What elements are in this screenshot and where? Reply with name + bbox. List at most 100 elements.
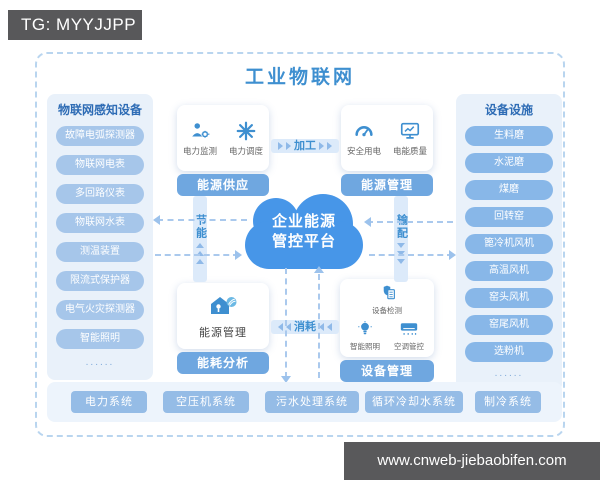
left-panel-ellipsis: ...... — [85, 357, 115, 368]
chevron-right-icon — [278, 142, 283, 150]
right-panel-item: 高温风机 — [465, 261, 553, 281]
flow-label: 加工 — [294, 139, 316, 152]
flow-processing: 加工 — [271, 139, 339, 153]
flow-label: 消耗 — [294, 320, 316, 333]
diagram-title: 工业物联网 — [244, 67, 355, 88]
right-panel-item: 煤磨 — [465, 180, 553, 200]
device-management-bar: 设备管理 — [340, 360, 434, 382]
left-panel-item: 限流式保护器 — [56, 271, 144, 291]
chevron-down-icon — [397, 243, 405, 248]
diagram-container: 工业物联网 物联网感知设备 故障电弧探测器 物联网电表 多回路仪表 物联网水表 … — [35, 52, 565, 437]
chevron-down-icon — [397, 251, 405, 256]
chevron-up-icon — [196, 251, 204, 256]
system-pill: 空压机系统 — [163, 391, 249, 413]
system-pill: 制冷系统 — [475, 391, 541, 413]
left-panel-item: 电气火灾探测器 — [56, 300, 144, 320]
chevron-up-icon — [196, 259, 204, 264]
card-cell: 安全用电 — [347, 120, 381, 157]
right-panel-item: 窑尾风机 — [465, 315, 553, 335]
card-cell-label: 智能照明 — [350, 342, 380, 351]
system-pill: 循环冷却水系统 — [365, 391, 463, 413]
left-panel: 物联网感知设备 故障电弧探测器 物联网电表 多回路仪表 物联网水表 测温装置 限… — [47, 94, 153, 380]
left-panel-item: 物联网水表 — [56, 213, 144, 233]
flow-label: 节能 — [194, 214, 207, 240]
right-panel-item: 回转窑 — [465, 207, 553, 227]
card-cell-label: 电力监测 — [182, 145, 217, 156]
tg-badge: TG: MYYJJPP — [8, 10, 142, 40]
left-panel-item: 物联网电表 — [56, 155, 144, 175]
chevron-right-icon — [327, 142, 332, 150]
arrow-right-icon — [449, 250, 456, 260]
chevron-left-icon — [278, 323, 283, 331]
card-cell-label: 能源管理 — [199, 326, 247, 339]
device-management-card: 设备检测 智能照明 空调管控 — [340, 279, 434, 382]
watermark: www.cnweb-jiebaobifen.com — [344, 442, 600, 480]
right-panel-item: 篦冷机风机 — [465, 234, 553, 254]
card-cell: 电力调度 — [229, 120, 263, 157]
arrow-right-icon — [235, 250, 242, 260]
power-quality-icon — [399, 120, 421, 142]
chevron-up-icon — [196, 243, 204, 248]
system-pill: 电力系统 — [71, 391, 147, 413]
card-cell-label: 设备检测 — [372, 306, 402, 315]
chevron-right-icon — [286, 142, 291, 150]
left-panel-item: 测温装置 — [56, 242, 144, 262]
left-panel-title: 物联网感知设备 — [57, 103, 142, 117]
card-cell: 电能质量 — [393, 120, 427, 157]
house-energy-icon — [208, 293, 238, 319]
chevron-left-icon — [319, 323, 324, 331]
flow-consumption: 消耗 — [271, 320, 339, 334]
card-cell-label: 电力调度 — [228, 145, 263, 156]
connector-right-upper — [367, 221, 453, 223]
flow-saving: 节能 — [193, 196, 207, 282]
connector-left-lower — [155, 254, 239, 256]
left-panel-item: 多回路仪表 — [56, 184, 144, 204]
power-monitor-icon — [189, 120, 211, 142]
chevron-right-icon — [319, 142, 324, 150]
card-cell-label: 安全用电 — [346, 145, 381, 156]
right-panel-title: 设备设施 — [484, 103, 533, 117]
arrow-up-icon — [314, 266, 324, 273]
energy-supply-bar: 能源供应 — [177, 174, 269, 196]
left-panel-item: 故障电弧探测器 — [56, 126, 144, 146]
right-panel-item: 水泥磨 — [465, 153, 553, 173]
flow-distribution: 输配 — [394, 196, 408, 282]
energy-supply-card: 电力监测 电力调度 能源供应 — [177, 105, 269, 196]
right-panel-item: 生料磨 — [465, 126, 553, 146]
smart-light-icon — [356, 320, 374, 338]
connector-center-up — [318, 274, 320, 378]
safe-power-icon — [353, 120, 375, 142]
arrow-left-icon — [153, 215, 160, 225]
platform-cloud-label: 企业能源 管控平台 — [271, 213, 336, 251]
connector-right-lower — [369, 254, 453, 256]
chevron-left-icon — [286, 323, 291, 331]
card-cell-label: 电能质量 — [392, 145, 427, 156]
card-cell-label: 空调管控 — [394, 342, 424, 351]
card-cell: 电力监测 — [183, 120, 217, 157]
power-dispatch-icon — [235, 120, 257, 142]
right-panel: 设备设施 生料磨 水泥磨 煤磨 回转窑 篦冷机风机 高温风机 窑头风机 窑尾风机… — [456, 94, 562, 392]
right-panel-item: 选粉机 — [465, 342, 553, 362]
card-cell: 智能照明 — [350, 320, 380, 352]
bottom-systems-strip: 电力系统 空压机系统 污水处理系统 循环冷却水系统 制冷系统 — [47, 382, 562, 422]
right-panel-ellipsis: ...... — [494, 368, 524, 379]
chevron-left-icon — [327, 323, 332, 331]
system-pill: 污水处理系统 — [265, 391, 359, 413]
energy-analysis-bar: 能耗分析 — [177, 352, 269, 374]
arrow-left-icon — [364, 217, 371, 227]
card-cell: 空调管控 — [394, 320, 424, 352]
ac-control-icon — [399, 320, 419, 338]
flow-label: 输配 — [395, 214, 408, 240]
arrow-down-icon — [281, 376, 291, 383]
energy-management-card: 安全用电 电能质量 能源管理 — [341, 105, 433, 196]
device-check-icon — [377, 284, 397, 302]
platform-cloud: 企业能源 管控平台 — [245, 194, 363, 269]
card-cell: 设备检测 — [372, 284, 402, 316]
energy-analysis-card: 能源管理 能耗分析 — [177, 283, 269, 374]
connector-center-down — [285, 268, 287, 378]
chevron-down-icon — [397, 259, 405, 264]
right-panel-item: 窑头风机 — [465, 288, 553, 308]
left-panel-item: 智能照明 — [56, 329, 144, 349]
connector-left-upper — [157, 219, 247, 221]
